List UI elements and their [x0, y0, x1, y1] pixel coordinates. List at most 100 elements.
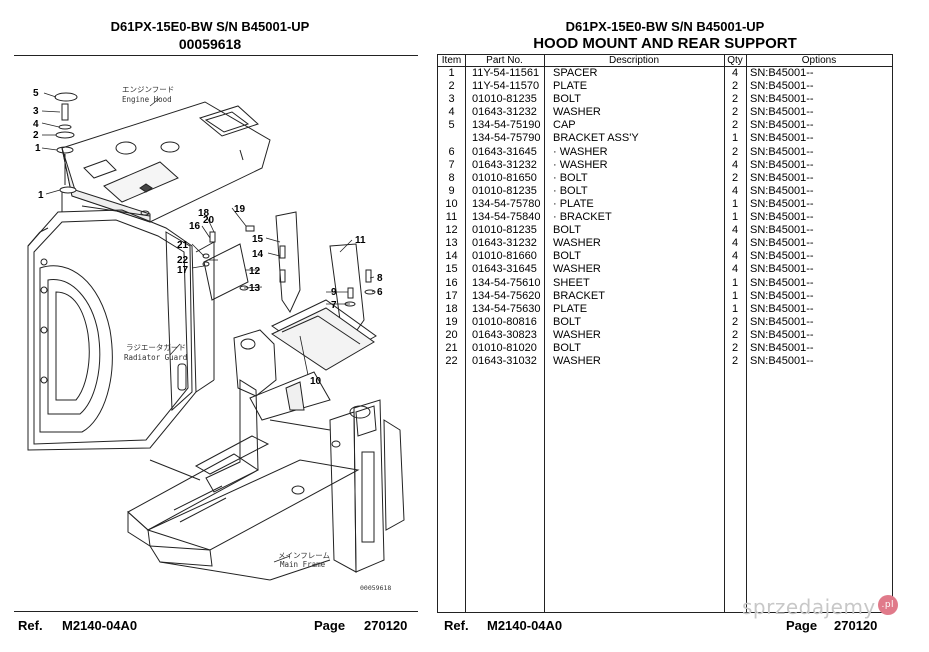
cell-qty: 2	[731, 119, 739, 132]
main-frame-drawing	[127, 329, 405, 581]
callout-17: 17	[177, 265, 189, 276]
cell-item: 19	[445, 315, 458, 328]
cell-description: SHEET	[553, 276, 590, 289]
cell-description: BOLT	[553, 250, 581, 263]
right-page-value: 270120	[834, 618, 878, 633]
cell-options: SN:B45001--	[750, 106, 814, 119]
cell-options: SN:B45001--	[750, 276, 814, 289]
left-page: D61PX-15E0-BW S/N B45001-UP 00059618	[0, 0, 420, 652]
cell-qty: 2	[731, 80, 739, 93]
cell-options: SN:B45001--	[750, 67, 814, 79]
cell-description: BOLT	[553, 315, 581, 328]
leader-lines	[41, 92, 375, 563]
watermark: sprzedajemy.pl	[742, 595, 898, 619]
cell-qty: 1	[731, 302, 739, 315]
column-header-qty: Qty	[727, 55, 743, 66]
cell-description: BRACKET ASS'Y	[553, 132, 639, 145]
cell-qty: 4	[731, 224, 739, 237]
cell-part-no: 11Y-54-11570	[472, 80, 540, 93]
cell-part-no: 01010-81660	[472, 250, 537, 263]
cell-options: SN:B45001--	[750, 263, 814, 276]
callout-14: 14	[252, 249, 264, 260]
cell-part-no: 01643-31232	[472, 158, 537, 171]
callout-9: 9	[331, 287, 337, 298]
cell-part-no: 01643-30823	[472, 328, 537, 341]
footer-divider	[14, 611, 418, 612]
cell-description: · BOLT	[553, 171, 588, 184]
cell-item: 6	[448, 145, 455, 158]
cell-item: 20	[445, 328, 458, 341]
cell-options: SN:B45001--	[750, 224, 814, 237]
table-row: 19 01010-80816 BOLT 2 SN:B45001--	[438, 316, 892, 329]
callout-22: 22	[177, 255, 189, 266]
cell-qty: 4	[731, 184, 739, 197]
cell-description: WASHER	[553, 328, 601, 341]
cell-qty: 1	[731, 289, 739, 302]
cell-part-no: 01643-31032	[472, 355, 537, 368]
cell-qty: 2	[731, 315, 739, 328]
cell-part-no: 01643-31232	[472, 106, 537, 119]
main-frame-label: Main Frame	[280, 560, 326, 569]
cell-description: · WASHER	[553, 145, 608, 158]
cell-part-no: 01010-81650	[472, 171, 537, 184]
cell-options: SN:B45001--	[750, 315, 814, 328]
cell-options: SN:B45001--	[750, 93, 814, 106]
cell-qty: 2	[731, 355, 739, 368]
cell-description: · BOLT	[553, 184, 588, 197]
cell-options: SN:B45001--	[750, 132, 814, 145]
cell-options: SN:B45001--	[750, 355, 814, 368]
cell-part-no: 134-54-75190	[472, 119, 541, 132]
cell-item: 12	[445, 224, 458, 237]
cell-qty: 4	[731, 263, 739, 276]
cell-item: 1	[448, 67, 455, 79]
callout-12: 12	[249, 266, 261, 277]
cell-item: 8	[448, 171, 455, 184]
cell-options: SN:B45001--	[750, 197, 814, 210]
callout-2: 2	[33, 130, 39, 141]
cell-options: SN:B45001--	[750, 302, 814, 315]
cell-qty: 2	[731, 106, 739, 119]
cell-part-no: 01643-31232	[472, 237, 537, 250]
cell-description: WASHER	[553, 237, 601, 250]
radiator-guard-label: Radiator Guard	[124, 353, 187, 362]
cell-item: 15	[445, 263, 458, 276]
cell-description: · PLATE	[553, 197, 594, 210]
cell-options: SN:B45001--	[750, 80, 814, 93]
cell-item: 2	[448, 80, 455, 93]
cell-qty: 4	[731, 158, 739, 171]
cell-part-no: 134-54-75620	[472, 289, 541, 302]
engine-hood-drawing	[61, 101, 271, 223]
left-title: D61PX-15E0-BW S/N B45001-UP	[110, 19, 310, 34]
radiator-guard-drawing	[27, 186, 215, 451]
cell-part-no: 01010-80816	[472, 315, 537, 328]
callout-19: 19	[234, 204, 246, 215]
cell-options: SN:B45001--	[750, 119, 814, 132]
cell-part-no: 01010-81235	[472, 224, 537, 237]
cell-description: BOLT	[553, 93, 581, 106]
cell-qty: 4	[731, 250, 739, 263]
cell-options: SN:B45001--	[750, 211, 814, 224]
cell-description: SPACER	[553, 67, 598, 79]
ref-value: M2140-04A0	[62, 618, 138, 633]
cell-item: 16	[445, 276, 458, 289]
cell-qty: 4	[731, 237, 739, 250]
callout-11: 11	[355, 235, 366, 246]
cell-item: 22	[445, 355, 458, 368]
table-row: 22 01643-31032 WASHER 2 SN:B45001--	[438, 355, 892, 368]
right-page-label: Page	[786, 618, 818, 633]
cell-description: WASHER	[553, 355, 601, 368]
cell-options: SN:B45001--	[750, 145, 814, 158]
cell-options: SN:B45001--	[750, 289, 814, 302]
right-page: D61PX-15E0-BW S/N B45001-UP HOOD MOUNT A…	[420, 0, 929, 652]
drawing-number: 00059618	[360, 584, 391, 592]
